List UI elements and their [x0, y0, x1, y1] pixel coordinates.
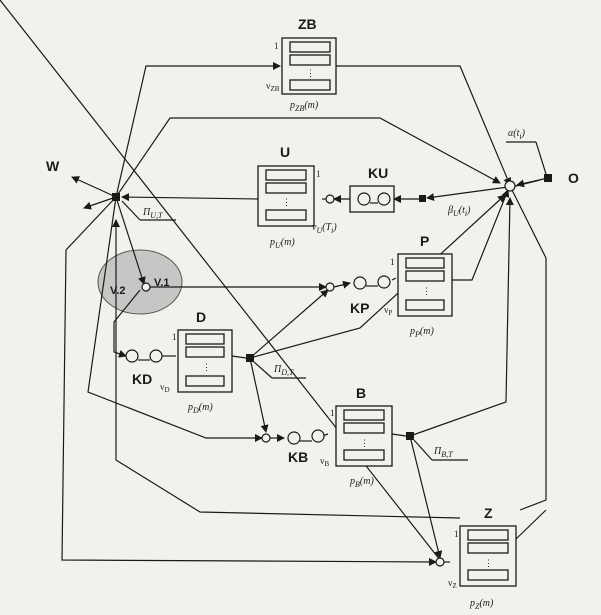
- queue-u: U ⋮ 1 pU(m) vU(Ti): [257, 144, 337, 250]
- router-pid: [246, 354, 254, 362]
- svg-text:ΠD,T: ΠD,T: [273, 364, 294, 377]
- queue-b-title: B: [356, 385, 366, 401]
- router-beta: [419, 195, 426, 202]
- svg-text:1: 1: [390, 257, 395, 267]
- label-piu: ΠU,T: [121, 200, 176, 221]
- svg-text:pZ(m): pZ(m): [469, 598, 494, 611]
- svg-text:pD(m): pD(m): [187, 402, 213, 415]
- svg-text:⋮: ⋮: [422, 286, 431, 296]
- svg-text:ΠU,T: ΠU,T: [142, 207, 163, 220]
- svg-text:vZ: vZ: [448, 578, 457, 590]
- svg-text:ΠB,T: ΠB,T: [433, 446, 453, 459]
- region-v1-label: V.1: [154, 277, 170, 289]
- svg-text:pP(m): pP(m): [409, 326, 434, 339]
- channel-kd: KD: [125, 349, 163, 387]
- svg-text:pU(m): pU(m): [269, 237, 295, 250]
- label-pib: ΠB,T: [413, 439, 468, 461]
- svg-text:vD: vD: [160, 382, 170, 394]
- svg-text:1: 1: [454, 529, 459, 539]
- label-beta: βU(ti): [447, 205, 471, 218]
- router-pib: [406, 432, 414, 440]
- output-o: O: [568, 170, 579, 186]
- svg-text:pZB(m): pZB(m): [289, 100, 319, 113]
- svg-text:vB: vB: [320, 456, 330, 468]
- queue-p-title: P: [420, 233, 429, 249]
- svg-text:⋮: ⋮: [484, 558, 493, 568]
- queue-z: Z ⋮ 1 vZ pZ(m): [435, 505, 517, 611]
- svg-text:⋮: ⋮: [360, 438, 369, 448]
- region-v2-label: V.2: [110, 285, 126, 297]
- router-piu: [112, 193, 120, 201]
- queue-u-title: U: [280, 144, 290, 160]
- queue-zb-title: ZB: [298, 16, 317, 32]
- svg-text:1: 1: [172, 332, 177, 342]
- svg-text:1: 1: [316, 169, 321, 179]
- svg-text:KU: KU: [368, 165, 388, 181]
- label-alpha: α(ti): [506, 128, 547, 175]
- svg-text:βU(ti): βU(ti): [447, 205, 471, 218]
- svg-text:vZB: vZB: [266, 81, 280, 93]
- svg-text:KD: KD: [132, 371, 152, 387]
- channel-ku: KU: [325, 165, 395, 213]
- svg-text:1: 1: [274, 41, 279, 51]
- svg-text:vP: vP: [384, 305, 393, 317]
- svg-text:⋮: ⋮: [306, 68, 315, 78]
- svg-text:1: 1: [330, 408, 335, 418]
- svg-text:α(ti): α(ti): [508, 128, 526, 141]
- svg-text:⋮: ⋮: [202, 362, 211, 372]
- queue-b: B ⋮ 1 vB pB(m): [320, 385, 393, 489]
- label-pid: ΠD,T: [253, 361, 306, 379]
- queue-zb: ZB ⋮ 1 vZB pZB(m): [266, 16, 337, 113]
- queue-p: P ⋮ 1 vP pP(m): [384, 233, 453, 339]
- merge-hub-right: [504, 180, 516, 192]
- svg-text:⋮: ⋮: [282, 197, 291, 207]
- svg-text:KP: KP: [350, 300, 369, 316]
- output-w: W: [46, 158, 60, 174]
- svg-text:KB: KB: [288, 449, 308, 465]
- channel-kp: KP: [325, 275, 391, 316]
- channel-kb: KB: [261, 429, 325, 465]
- svg-text:vU(Ti): vU(Ti): [312, 222, 337, 235]
- queue-d: D ⋮ 1 vD pD(m): [160, 309, 233, 415]
- queue-d-title: D: [196, 309, 206, 325]
- edges: [0, 0, 549, 566]
- source-alpha: [544, 174, 552, 182]
- queue-z-title: Z: [484, 505, 493, 521]
- v-hub: [141, 282, 151, 292]
- svg-text:pB(m): pB(m): [349, 476, 374, 489]
